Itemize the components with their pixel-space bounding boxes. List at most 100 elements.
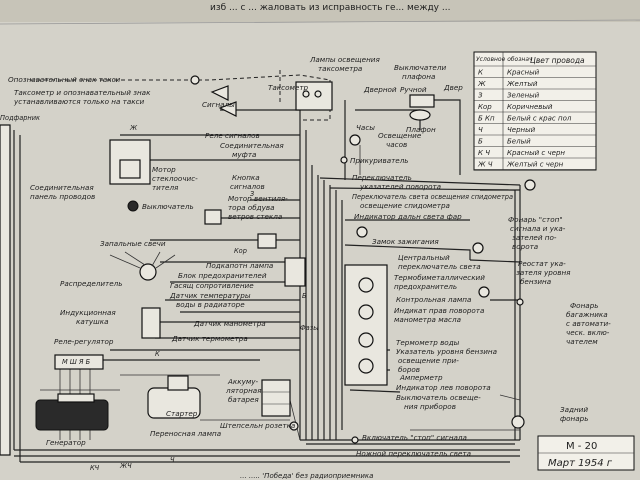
ignition-lock-icon xyxy=(356,226,368,238)
ceiling-switch-box xyxy=(409,94,435,108)
fuse-box xyxy=(257,233,277,249)
wire-tag-ch: Ч xyxy=(170,456,175,464)
label-door-2: Двер xyxy=(443,83,463,92)
legend-row-color: Белый с крас пол xyxy=(507,115,572,123)
starter-solenoid xyxy=(167,375,189,391)
legend-row-code: Ч xyxy=(478,126,483,134)
ceiling-lamp-icon xyxy=(409,109,431,121)
label-signal-button-1: Кнопка xyxy=(232,173,260,182)
drawing-stamp: М - 20 Март 1954 г xyxy=(537,435,635,471)
label-cigarette: Прикуриватель xyxy=(350,156,409,165)
taxi-sign-lamp-icon xyxy=(190,75,200,85)
label-temp-sensor-1: Датчик температуры xyxy=(169,291,251,300)
gauge-icon-1 xyxy=(358,277,374,293)
label-trunk-lamp-1: Фонарь xyxy=(570,301,599,310)
label-hood-lamp: Подкапотн лампа xyxy=(206,261,273,270)
gauge-icon-2 xyxy=(358,304,374,320)
label-stop-switch: Включатель "стоп" сигнала xyxy=(362,433,467,442)
label-portable-lamp: Переносная лампа xyxy=(150,429,221,438)
label-water-thermo: Термометр воды xyxy=(396,338,460,347)
wire-tags: КЧ ЖЧ Кор Ч Ж К З Б xyxy=(90,124,307,472)
stamp-date: Март 1954 г xyxy=(548,458,613,469)
label-signals: Сигналы xyxy=(202,100,235,109)
label-stop-lamp-4: ворота xyxy=(512,242,538,251)
generator-terminals xyxy=(57,393,95,403)
label-fuel-rheostat-2: зателя уровня xyxy=(516,268,571,277)
label-taxi-sign: Опознавательный знак такси xyxy=(8,75,121,84)
label-ignition-coil-2: катушка xyxy=(76,317,109,326)
wire-tag-k: К xyxy=(155,350,160,358)
label-turn-switch-1: Переключатель xyxy=(352,173,412,182)
legend-row-color: Белый xyxy=(507,138,531,146)
label-left-edge: Подфарник xyxy=(0,114,40,122)
wiper-switch-icon xyxy=(127,200,139,212)
clock-icon xyxy=(349,134,361,146)
label-starter: Стартер xyxy=(166,409,198,418)
legend-row-code: Б xyxy=(478,138,483,146)
label-oil-indicator-1: Индикат прав поворота xyxy=(394,306,484,315)
fan-motor-box xyxy=(204,209,222,225)
label-left-turn: Индикатор лев поворота xyxy=(396,383,491,392)
label-rear-lamp-2: фонарь xyxy=(560,414,588,423)
label-taximeter-note-1: Таксометр и опознавательный знак xyxy=(14,88,151,97)
top-cutoff-text: изб ... с ... жаловать из исправность ге… xyxy=(210,3,450,13)
label-stop-lamp-1: Фонарь "стоп" xyxy=(508,215,563,224)
label-fuel-gauge-2: освещение при- xyxy=(398,356,459,365)
label-spark-plugs: Запальные свечи xyxy=(100,239,166,248)
label-trunk-lamp-3: с автомати- xyxy=(566,319,611,328)
label-oil-indicator-2: манометра масла xyxy=(394,315,461,324)
taximeter-box xyxy=(295,81,333,111)
label-ammeter: Амперметр xyxy=(399,373,443,382)
label-clock-light-2: часов xyxy=(386,140,407,149)
label-junction-panel-1: Соединительная xyxy=(30,183,94,192)
label-control-lamp: Контрольная лампа xyxy=(396,295,471,304)
label-trunk-lamp-4: ческ. вклю- xyxy=(566,328,610,337)
label-trunk-lamp-5: чателем xyxy=(566,337,598,346)
label-high-beam: Индикатор дальн света фар xyxy=(354,212,462,221)
label-ceiling-switches-1: Выключатели xyxy=(394,63,446,72)
wire-tag-zh: Ж xyxy=(129,124,138,132)
label-fuel-gauge-1: Указатель уровня бензина xyxy=(396,347,497,356)
label-fan-motor-3: ветров стекла xyxy=(228,212,282,221)
label-wiper-motor-3: тителя xyxy=(152,183,179,192)
generator-icon xyxy=(35,399,109,431)
legend-row-color: Красный с черн xyxy=(507,149,565,157)
label-fuse-block: Блок предохранителей xyxy=(178,271,267,280)
label-taximeter: Таксометр xyxy=(268,83,309,92)
label-rear-lamp-1: Задний xyxy=(560,405,588,414)
stop-switch-icon xyxy=(351,436,359,444)
label-ceiling: Плафон xyxy=(406,125,436,134)
label-central-light-1: Центральный xyxy=(398,253,450,262)
page-fold-line xyxy=(0,19,640,25)
label-speedo-light-2: освещение спидометра xyxy=(360,201,450,210)
label-oil-sensor: Датчик манометра xyxy=(193,319,266,328)
label-coupling-2: муфта xyxy=(232,150,256,159)
label-coupling-1: Соединительная xyxy=(220,141,284,150)
label-trunk-lamp-2: багажника xyxy=(566,310,608,319)
label-signal-button-2: сигналов xyxy=(230,182,265,191)
label-ignition-coil-1: Индукционная xyxy=(60,308,116,317)
trunk-lamp-icon-2 xyxy=(516,298,524,306)
label-wiper-motor-2: стеклоочис- xyxy=(152,174,198,183)
label-ceiling-switches-2: плафона xyxy=(402,72,435,81)
legend-col-symbol: Условное обознач xyxy=(476,56,533,63)
wire-tag-kch: КЧ xyxy=(90,464,100,472)
label-battery-2: ляторная xyxy=(225,386,262,395)
label-distributor: Распределитель xyxy=(60,279,122,288)
label-bimetal-1: Термобиметаллический xyxy=(394,273,485,282)
legend-row-code: Б Кп xyxy=(478,115,495,123)
taximeter-lamp-icon-2 xyxy=(314,90,322,98)
label-battery-1: Аккуму- xyxy=(227,377,259,386)
legend-row-code: К xyxy=(478,69,484,77)
label-thermometer-sensor: Датчик термометра xyxy=(171,334,248,343)
rear-lamp-icon xyxy=(511,415,525,429)
label-fuel-rheostat-1: Реостат ука- xyxy=(518,259,566,268)
junction-panel xyxy=(284,257,306,287)
diagram-labels: Опознавательный знак такси Таксометр и о… xyxy=(0,55,611,480)
label-junction-panel-2: панель проводов xyxy=(30,192,95,201)
label-switch: Выключатель xyxy=(142,202,194,211)
legend-row-code: К Ч xyxy=(478,149,490,157)
label-foot-switch: Ножной переключатель света xyxy=(356,449,471,458)
